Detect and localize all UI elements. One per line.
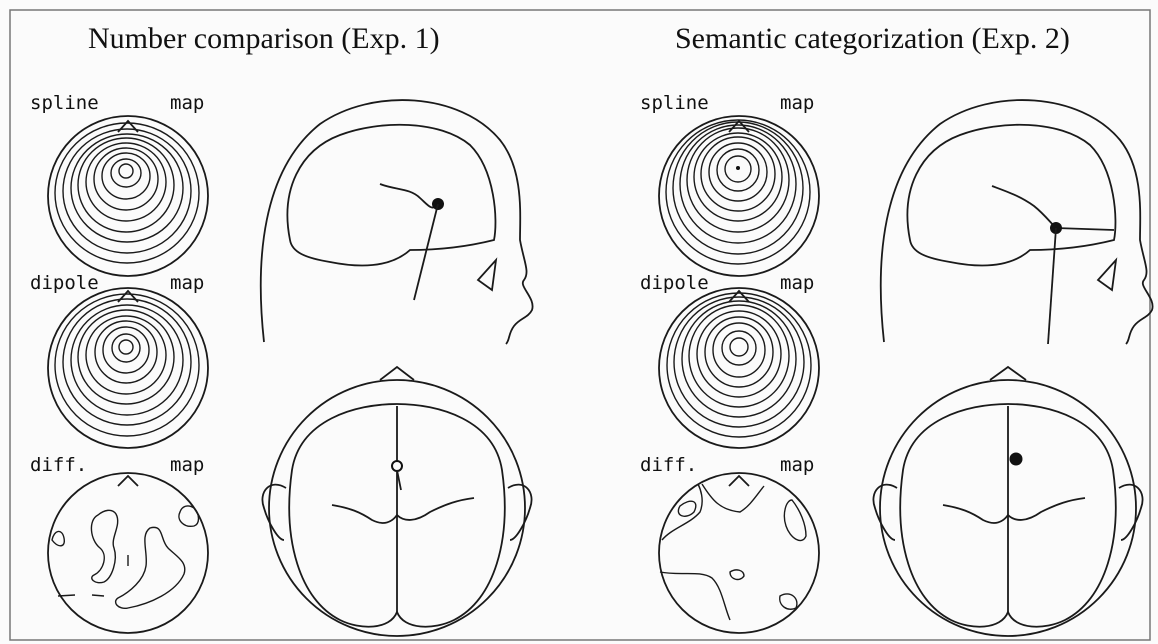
diff-label-exp1: diff.: [30, 454, 87, 476]
axial-head-exp2: [873, 367, 1142, 636]
axial-head-exp1: [262, 367, 531, 636]
dipole-map-label-exp2: map: [780, 272, 814, 294]
spline-label-exp1: spline: [30, 92, 99, 114]
nose-marker: [729, 476, 749, 486]
nose-marker: [118, 476, 138, 486]
diff-label-exp2: diff.: [640, 454, 697, 476]
spline-map-label-exp1: map: [170, 92, 204, 114]
diff-map-exp1: [48, 473, 208, 633]
dipole-map-exp1: [48, 288, 208, 448]
sagittal-head-exp2: [881, 100, 1153, 344]
dipole-label-exp2: dipole: [640, 272, 709, 294]
spline-label-exp2: spline: [640, 92, 709, 114]
spline-map-exp2: [659, 116, 819, 276]
nose-marker: [118, 291, 138, 302]
diff-map-exp2: [659, 473, 819, 633]
panel-title-exp2: Semantic categorization (Exp. 2): [675, 22, 1070, 56]
dipole-map-label-exp1: map: [170, 272, 204, 294]
dipole-map-exp2: [659, 288, 819, 448]
dipole-label-exp1: dipole: [30, 272, 99, 294]
diff-map-label-exp2: map: [780, 454, 814, 476]
sagittal-head-exp1: [261, 100, 533, 344]
spline-map-label-exp2: map: [780, 92, 814, 114]
spline-map-exp1: [48, 116, 208, 276]
panel-title-exp1: Number comparison (Exp. 1): [88, 22, 440, 56]
diff-map-label-exp1: map: [170, 454, 204, 476]
